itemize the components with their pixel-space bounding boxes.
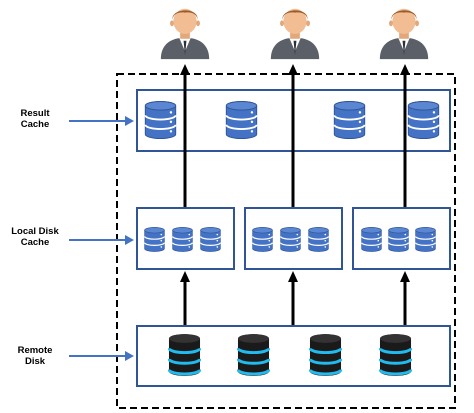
user-icon-2 — [270, 8, 320, 60]
remote-disk-db-icon — [379, 333, 412, 377]
local-cache-db-icon — [280, 227, 301, 252]
result-cache-db-icon — [144, 101, 177, 139]
remote-disk-pointer-arrow — [69, 351, 134, 361]
flow-arrow-up — [180, 64, 190, 207]
flow-arrow-up — [288, 271, 298, 325]
flow-arrow-up — [180, 271, 190, 325]
local-cache-db-icon — [172, 227, 193, 252]
local-cache-db-icon — [308, 227, 329, 252]
local-disk-cache-label: Local Disk Cache — [11, 226, 59, 248]
result-cache-db-icon — [333, 101, 366, 139]
result-cache-db-icon — [407, 101, 440, 139]
local-cache-db-icon — [388, 227, 409, 252]
remote-disk-label: Remote Disk — [17, 345, 53, 367]
result-cache-pointer-arrow — [69, 116, 134, 126]
remote-disk-db-icon — [309, 333, 342, 377]
remote-disk-db-icon — [168, 333, 201, 377]
result-cache-label: Result Cache — [20, 108, 50, 130]
flow-arrow-up — [400, 64, 410, 207]
flow-arrow-up — [288, 64, 298, 207]
local-cache-db-icon — [361, 227, 382, 252]
remote-disk-db-icon — [237, 333, 270, 377]
local-cache-db-icon — [415, 227, 436, 252]
result-cache-db-icon — [225, 101, 258, 139]
user-icon-3 — [379, 8, 429, 60]
local-cache-db-icon — [200, 227, 221, 252]
user-icon-1 — [160, 8, 210, 60]
local-cache-db-icon — [252, 227, 273, 252]
flow-arrow-up — [400, 271, 410, 325]
local-cache-db-icon — [144, 227, 165, 252]
local-cache-pointer-arrow — [69, 235, 134, 245]
